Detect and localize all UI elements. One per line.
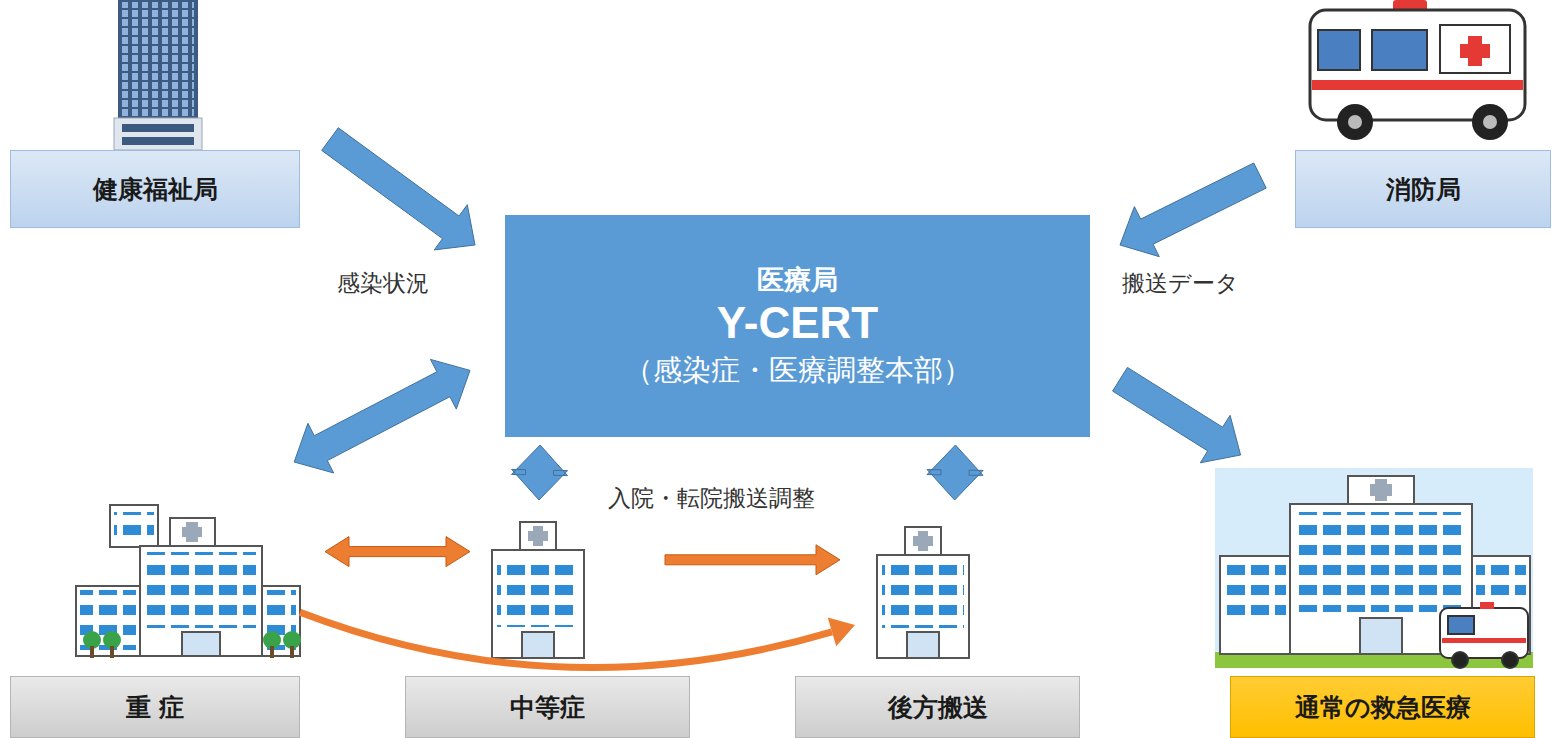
block-arrow: [927, 445, 983, 500]
hospital-icon: [877, 527, 969, 658]
organization-node: 通常の救急医療: [1215, 468, 1535, 738]
hospital-icon: [76, 505, 301, 658]
office-building-icon: [114, 0, 202, 150]
block-arrow: [325, 537, 470, 567]
node-label: 通常の救急医療: [1230, 676, 1535, 738]
curved-arrow-line: [300, 612, 832, 667]
box-subtitle: （感染症・医療調整本部）: [624, 350, 972, 391]
box-heading: 医療局: [757, 262, 838, 297]
block-arrow: [294, 359, 470, 473]
block-arrow: [1113, 367, 1241, 462]
node-label: 重 症: [10, 676, 300, 738]
headquarters-box: 医療局Y-CERT（感染症・医療調整本部）: [505, 215, 1090, 437]
connector-arrow: [325, 537, 470, 567]
node-label: 消防局: [1295, 150, 1551, 228]
organization-node: 健康福祉局: [10, 0, 300, 228]
organization-node: 中等症: [405, 505, 690, 738]
edge-label: 搬送データ: [1120, 268, 1241, 299]
ambulance-icon: [1310, 0, 1525, 140]
connector-arrow: [665, 545, 840, 575]
connector-arrow: [927, 445, 983, 500]
node-label: 中等症: [405, 676, 690, 738]
block-arrow: [512, 445, 568, 500]
edge-label: 感染状況: [335, 268, 431, 299]
node-label: 健康福祉局: [10, 150, 300, 228]
connector-arrow: [1120, 163, 1266, 257]
block-arrow: [1120, 163, 1266, 257]
organization-node: 後方搬送: [795, 505, 1080, 738]
box-title: Y-CERT: [717, 297, 878, 350]
arrow-head: [828, 617, 855, 646]
organization-node: 消防局: [1295, 0, 1551, 228]
connector-arrow: [1113, 367, 1241, 462]
connector-arrow: [512, 445, 568, 500]
annotation-label: 入院・転院搬送調整: [606, 483, 817, 514]
connector-arrow: [322, 128, 475, 250]
block-arrow: [665, 545, 840, 575]
block-arrow: [322, 128, 475, 250]
connector-arrow: [294, 359, 470, 473]
emergency-hospital-illustration: [1215, 468, 1533, 668]
connector-arrow: [300, 612, 855, 667]
organization-node: 重 症: [10, 505, 300, 738]
hospital-icon: [492, 522, 584, 658]
node-label: 後方搬送: [795, 676, 1080, 738]
